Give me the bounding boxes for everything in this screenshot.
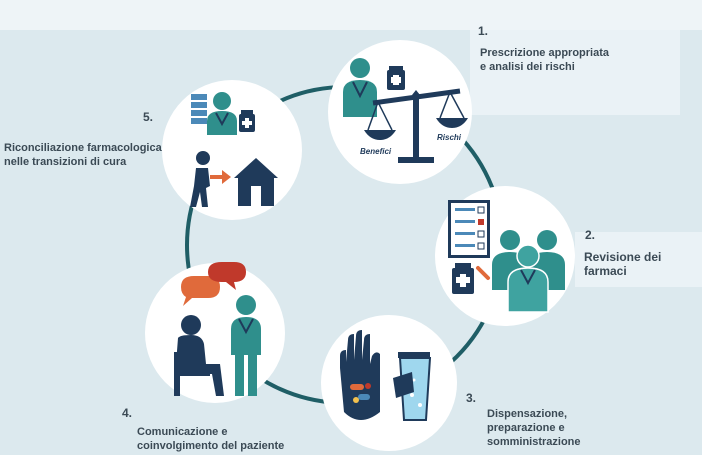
step-4-node: [145, 262, 285, 403]
doctor-icon: [231, 295, 261, 396]
balance-scale-icon: [364, 88, 468, 163]
speech-bubble-icon: [208, 262, 246, 290]
step-2-label: Revisione dei farmaci: [584, 250, 702, 278]
step-3-line-1: Dispensazione,: [487, 408, 568, 420]
step-5-number: 5.: [143, 110, 154, 124]
step-1-node: Benefici Rischi: [328, 40, 472, 184]
risks-label: Rischi: [437, 133, 462, 142]
medicine-bottle-icon: [452, 263, 474, 294]
step-2-line-1: Revisione dei farmaci: [584, 250, 662, 278]
step-2-node: [435, 186, 575, 326]
arrow-right-icon: [210, 170, 231, 184]
medicine-bottle-icon: [387, 66, 405, 90]
step-3-line-2: preparazione e: [487, 422, 565, 434]
step-1-label: Prescrizione appropriata e analisi dei r…: [480, 46, 609, 74]
step-2-number: 2.: [585, 228, 596, 242]
step-3-line-3: somministrazione: [487, 436, 581, 448]
step-5-line-2: nelle transizioni di cura: [4, 156, 127, 168]
care-team-icon: [492, 230, 565, 313]
step-4-line-1: Comunicazione e: [137, 426, 228, 438]
seated-patient-icon: [174, 315, 224, 396]
speech-bubble-icon: [181, 276, 220, 306]
step-1-number: 1.: [478, 24, 489, 38]
benefits-label: Benefici: [360, 147, 392, 156]
house-icon: [234, 158, 278, 206]
step-3-number: 3.: [466, 391, 477, 405]
doctor-icon: [343, 58, 377, 117]
server-records-icon: [191, 94, 207, 124]
step-3-label: Dispensazione, preparazione e somministr…: [487, 407, 581, 449]
step-5-node: [162, 80, 302, 220]
step-5-line-1: Riconciliazione farmacologica: [4, 142, 162, 154]
doctor-icon: [207, 92, 237, 135]
medicine-bottle-icon: [239, 110, 255, 132]
checklist-icon: [448, 200, 490, 258]
label-wash-1: [470, 20, 680, 115]
pen-icon: [476, 266, 490, 280]
water-glass-icon: [393, 352, 432, 421]
step-4-number: 4.: [122, 406, 133, 420]
label-wash-2: [575, 232, 702, 287]
step-4-line-2: coinvolgimento del paziente: [137, 440, 285, 452]
step-1-line-2: e analisi dei rischi: [480, 61, 575, 73]
step-5-label: Riconciliazione farmacologica nelle tran…: [4, 141, 162, 169]
step-4-label: Comunicazione e coinvolgimento del pazie…: [137, 425, 284, 453]
hand-with-pills-icon: [340, 330, 380, 420]
step-3-node: [321, 315, 457, 451]
walking-person-icon: [190, 151, 210, 207]
step-1-line-1: Prescrizione appropriata: [480, 47, 609, 59]
